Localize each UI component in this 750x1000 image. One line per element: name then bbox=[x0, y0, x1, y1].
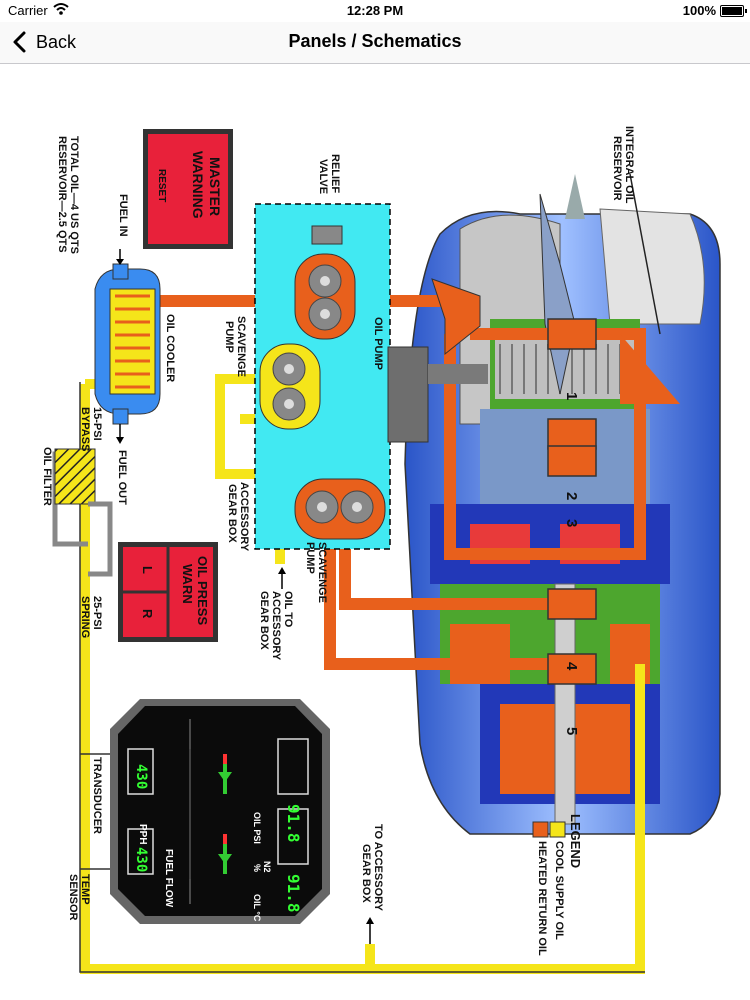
legend-cool-label: COOL SUPPLY OIL bbox=[553, 841, 565, 940]
bearing-5: 5 bbox=[563, 727, 580, 736]
accessory-gearbox-label-2: GEAR BOX bbox=[226, 484, 238, 543]
oil-pump-label: OIL PUMP bbox=[372, 317, 384, 370]
reservoir-note-1: TOTAL OIL—4 US QTS bbox=[68, 136, 80, 254]
navigation-bar: Back Panels / Schematics bbox=[0, 22, 750, 64]
integral-oil-label-2: RESERVOIR bbox=[611, 136, 623, 201]
fuel-flow-left-readout: 430 bbox=[133, 764, 149, 790]
bypass-label-2: BYPASS bbox=[79, 407, 91, 452]
fuel-in-label: FUEL IN bbox=[117, 194, 129, 237]
carrier-label: Carrier bbox=[8, 3, 48, 18]
oil-press-warn-label-1: OIL PRESS bbox=[195, 556, 210, 626]
legend-heated-swatch bbox=[532, 821, 549, 838]
oil-press-warn-l: L bbox=[140, 566, 155, 574]
oil-to-accessory-label-3: GEAR BOX bbox=[258, 591, 270, 650]
fuel-flow-right-readout: 430 bbox=[133, 847, 149, 873]
oil-to-accessory-label-2: ACCESSORY bbox=[270, 591, 282, 661]
accessory-gearbox-label-1: ACCESSORY bbox=[238, 482, 250, 552]
oil-press-warn-r: R bbox=[140, 609, 155, 619]
relief-valve-label-1: RELIEF bbox=[329, 154, 341, 194]
pph-label: PPH bbox=[137, 824, 148, 845]
n2-unit: % bbox=[252, 864, 262, 873]
oil-filter bbox=[54, 448, 96, 505]
scavenge-pump-2-label-b: PUMP bbox=[304, 542, 316, 574]
n2-right-readout: 91.8 bbox=[284, 874, 303, 913]
fuel-out-label: FUEL OUT bbox=[116, 450, 128, 505]
bearing-3: 3 bbox=[563, 519, 580, 528]
n2-label: N2 bbox=[262, 861, 272, 873]
temp-sensor-label-1: TEMP bbox=[79, 874, 91, 905]
legend-title: LEGEND bbox=[568, 814, 583, 869]
scavenge-pump-2-label-a: SCAVENGE bbox=[316, 542, 328, 603]
oil-system-schematic: TOTAL OIL—4 US QTS RESERVOIR—2.5 QTS MAS… bbox=[0, 64, 750, 1000]
bearing-1: 1 bbox=[563, 392, 580, 401]
bearing-2: 2 bbox=[563, 492, 580, 501]
oil-psi-label: OIL PSI bbox=[252, 812, 262, 844]
oil-press-warn-label-2: WARN bbox=[180, 564, 195, 604]
to-accessory-label-1: TO ACCESSORY bbox=[372, 824, 384, 911]
spring-label-2: SPRING bbox=[79, 596, 91, 639]
bearing-4: 4 bbox=[563, 662, 580, 671]
legend-cool-swatch bbox=[549, 821, 566, 838]
temp-sensor-label-2: SENSOR bbox=[67, 874, 79, 921]
master-warning-reset[interactable]: RESET bbox=[156, 169, 167, 203]
master-warning-label-2: WARNING bbox=[190, 151, 206, 219]
bypass-label-1: 15-PSI bbox=[91, 407, 103, 441]
clock: 12:28 PM bbox=[346, 3, 404, 18]
battery-icon bbox=[720, 5, 747, 17]
status-bar: Carrier 12:28 PM 100% bbox=[0, 0, 750, 22]
fuel-flow-label: FUEL FLOW bbox=[163, 849, 174, 908]
reservoir-note-2: RESERVOIR—2.5 QTS bbox=[56, 136, 68, 253]
oil-c-label: OIL °C bbox=[252, 894, 262, 922]
n2-left-readout: 91.8 bbox=[284, 804, 303, 843]
wifi-icon bbox=[53, 3, 69, 15]
transducer-label: TRANSDUCER bbox=[91, 757, 103, 834]
to-accessory-label-2: GEAR BOX bbox=[360, 844, 372, 903]
oil-cooler-label: OIL COOLER bbox=[164, 314, 176, 383]
legend-heated-label: HEATED RETURN OIL bbox=[536, 841, 548, 956]
chevron-left-icon bbox=[13, 31, 26, 53]
relief-valve-label-2: VALVE bbox=[317, 159, 329, 195]
master-warning-label-1: MASTER bbox=[207, 157, 223, 217]
oil-cooler bbox=[94, 263, 161, 425]
oil-to-accessory-label-1: OIL TO bbox=[282, 591, 294, 628]
spring-label-1: 25-PSI bbox=[91, 596, 103, 630]
schematic-drawing bbox=[52, 129, 721, 974]
back-button-label: Back bbox=[36, 31, 77, 52]
battery-percentage: 100% bbox=[682, 3, 716, 18]
scavenge-pump-1-label-a: SCAVENGE bbox=[235, 316, 247, 377]
relief-valve bbox=[311, 225, 343, 245]
back-button[interactable]: Back bbox=[10, 30, 76, 54]
oil-filter-label: OIL FILTER bbox=[41, 447, 53, 506]
scavenge-pump-1-label-b: PUMP bbox=[223, 321, 235, 353]
page-title: Panels / Schematics bbox=[288, 31, 462, 51]
integral-oil-label-1: INTEGRAL OIL bbox=[623, 126, 635, 204]
